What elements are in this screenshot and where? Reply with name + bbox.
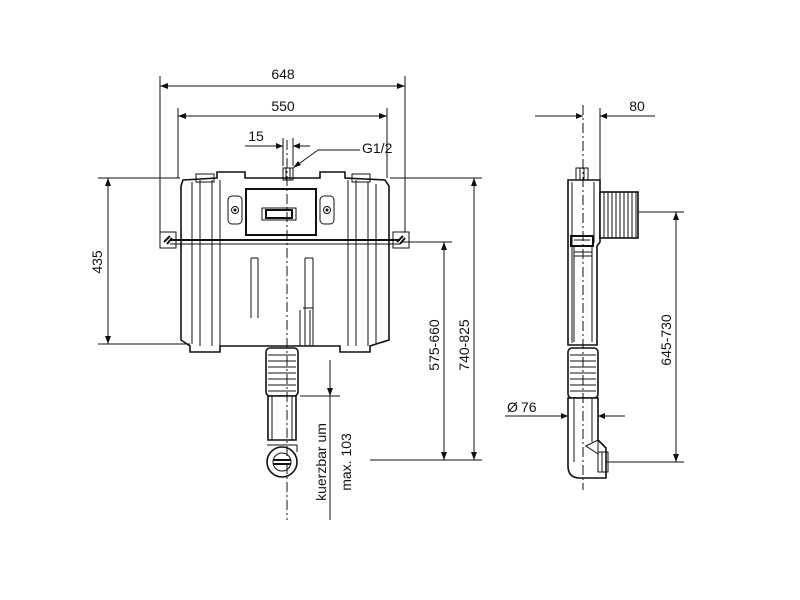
side-frame xyxy=(599,191,639,239)
dim-tank-width-label: 550 xyxy=(271,98,295,114)
dim-shortening: kuerzbar um max. 103 xyxy=(300,360,354,520)
shorten-label-line2: max. 103 xyxy=(338,433,354,491)
inlet-thread-label: G1/2 xyxy=(362,140,393,156)
dim-pipe-diameter: Ø 76 xyxy=(505,399,625,419)
dim-pipe-diameter-label: 76 xyxy=(521,399,537,415)
dim-depth-label: 80 xyxy=(629,98,645,114)
dim-side-height-range-label: 645-730 xyxy=(658,314,674,366)
front-view: 648 550 15 G1/2 xyxy=(89,66,482,520)
flush-pipe xyxy=(265,347,299,478)
side-flush-pipe xyxy=(567,347,609,479)
dim-depth: 80 xyxy=(535,98,655,180)
tank-body xyxy=(159,171,410,353)
water-inlet xyxy=(282,167,294,181)
dim-total-width-label: 648 xyxy=(271,66,295,82)
side-view: 80 Ø 76 645-730 xyxy=(505,98,684,490)
dim-inlet-offset-label: 15 xyxy=(248,128,264,144)
inlet-thread-callout: G1/2 xyxy=(292,140,393,169)
inner-flush-guides xyxy=(250,257,314,346)
dim-tank-height: 435 xyxy=(89,177,190,345)
dim-diameter-symbol: Ø xyxy=(507,399,518,415)
dim-tank-height-label: 435 xyxy=(89,250,105,274)
dim-inlet-offset: 15 xyxy=(245,128,310,166)
dim-tank-width: 550 xyxy=(177,98,388,178)
dim-height-range-b-label: 740-825 xyxy=(456,319,472,371)
dim-height-range-b: 740-825 xyxy=(390,177,482,460)
side-tank-body xyxy=(567,167,601,346)
shorten-label-line1: kuerzbar um xyxy=(313,423,329,501)
dim-height-range-a: 575-660 xyxy=(370,241,482,461)
access-panel xyxy=(227,188,335,236)
dim-total-width: 648 xyxy=(159,66,406,232)
dim-side-height-range: 645-730 xyxy=(606,211,684,463)
dim-height-range-a-label: 575-660 xyxy=(426,319,442,371)
